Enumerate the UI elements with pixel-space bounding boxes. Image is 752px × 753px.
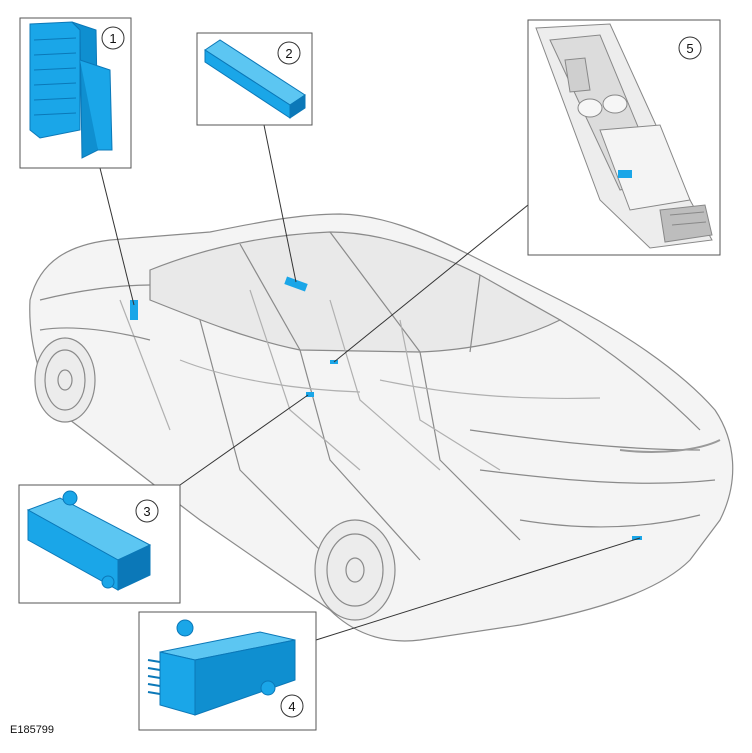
marker-1 [130, 300, 138, 320]
callout-box-1: 1 [19, 17, 132, 169]
callout-box-4: 4 [138, 611, 317, 731]
callout-number-1: 1 [109, 31, 116, 46]
leader-lines [99, 124, 641, 641]
callout-number-3: 3 [143, 504, 150, 519]
marker-2 [284, 276, 308, 292]
callout-box-2: 2 [196, 32, 313, 126]
blue-finned-module-icon [147, 619, 296, 716]
blue-bar-module-icon [204, 39, 306, 119]
center-console-view-icon [535, 23, 713, 249]
callout-number-2: 2 [285, 46, 292, 61]
figure-reference-code: E185799 [10, 724, 55, 736]
marker-3 [306, 392, 314, 397]
callout-number-4: 4 [288, 699, 295, 714]
console-module-highlight [618, 170, 632, 178]
callout-number-5: 5 [686, 41, 693, 56]
callout-box-3: 3 [18, 484, 181, 604]
blue-module-stack-icon [29, 21, 113, 159]
vehicle-illustration [29, 213, 734, 642]
marker-4 [632, 536, 642, 540]
blue-bracket-module-icon [26, 490, 152, 591]
callout-box-5: 5 [527, 19, 721, 256]
